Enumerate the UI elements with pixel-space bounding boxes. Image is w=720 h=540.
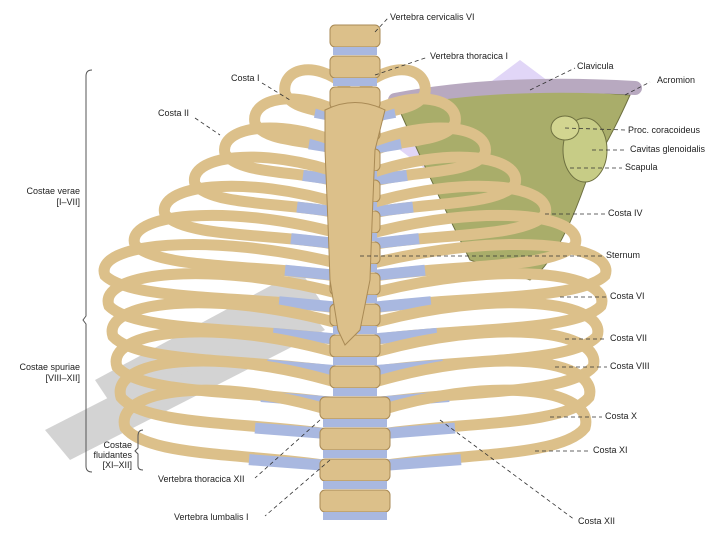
rib bbox=[359, 384, 592, 472]
rib bbox=[118, 384, 351, 472]
leader-lines bbox=[194, 17, 651, 521]
costal-cartilage bbox=[374, 296, 432, 313]
costal-cartilage bbox=[374, 170, 408, 186]
intervertebral-disc bbox=[333, 357, 377, 365]
group-name: Costae verae bbox=[26, 186, 80, 196]
label-costa-i: Costa I bbox=[231, 73, 260, 83]
label-costa-xii: Costa XII bbox=[578, 516, 616, 526]
costal-cartilage bbox=[278, 296, 336, 313]
vertebra bbox=[319, 458, 391, 482]
costal-cartilage bbox=[272, 327, 336, 345]
rib bbox=[114, 355, 351, 440]
intervertebral-disc bbox=[333, 78, 377, 86]
vertebra bbox=[319, 489, 391, 513]
costal-cartilage bbox=[374, 264, 426, 281]
intervertebral-disc bbox=[323, 450, 387, 458]
label-cavitas-glenoidalis: Cavitas glenoidalis bbox=[630, 144, 706, 154]
label-scapula: Scapula bbox=[625, 162, 658, 172]
label-vertebra-cervicalis-vi: Vertebra cervicalis VI bbox=[390, 12, 475, 22]
costal-cartilage bbox=[290, 233, 336, 249]
rib bbox=[359, 93, 461, 154]
intervertebral-disc bbox=[333, 388, 377, 396]
label-costa-x: Costa X bbox=[605, 411, 638, 421]
intervertebral-disc bbox=[323, 512, 387, 520]
label-costa-iv: Costa IV bbox=[608, 208, 643, 218]
intervertebral-disc bbox=[323, 419, 387, 427]
group-name-2: fluidantes bbox=[93, 450, 132, 460]
label-costa-vii: Costa VII bbox=[610, 333, 648, 343]
intervertebral-disc bbox=[323, 481, 387, 489]
group-range: [I–VII] bbox=[56, 197, 80, 207]
group-brackets bbox=[82, 69, 144, 473]
vertebra bbox=[319, 396, 391, 420]
vertebra bbox=[329, 24, 381, 48]
label-costa-vi: Costa VI bbox=[610, 291, 645, 301]
label-vertebra-thoracica-i: Vertebra thoracica I bbox=[430, 51, 509, 61]
vertebra bbox=[329, 334, 381, 358]
label-sternum: Sternum bbox=[606, 250, 641, 260]
label-costa-ii: Costa II bbox=[158, 108, 190, 118]
label-proc-coracoideus: Proc. coracoideus bbox=[628, 125, 701, 135]
group-range: [VIII–XII] bbox=[45, 373, 80, 383]
vertebra bbox=[329, 365, 381, 389]
group-name: Costae bbox=[103, 440, 132, 450]
label-costa-viii: Costa VIII bbox=[610, 361, 650, 371]
costal-cartilage bbox=[374, 327, 438, 345]
sternum-shape bbox=[324, 102, 386, 346]
group-name: Costae spuriae bbox=[19, 362, 80, 372]
label-vertebra-lumbalis-i: Vertebra lumbalis I bbox=[174, 512, 249, 522]
label-vertebra-thoracica-xii: Vertebra thoracica XII bbox=[158, 474, 245, 484]
costal-cartilage bbox=[374, 201, 414, 218]
label-costa-xi: Costa XI bbox=[593, 445, 628, 455]
label-acromion: Acromion bbox=[657, 75, 696, 85]
label-costae-spuriae: Costae spuriae[VIII–XII] bbox=[19, 362, 80, 384]
costal-cartilage bbox=[374, 138, 402, 154]
rib bbox=[359, 355, 596, 440]
costal-cartilage bbox=[284, 264, 336, 281]
intervertebral-disc bbox=[333, 47, 377, 55]
vertebra bbox=[319, 427, 391, 451]
label-costae-verae: Costae verae[I–VII] bbox=[26, 186, 80, 208]
rib bbox=[249, 93, 351, 154]
costal-cartilage bbox=[374, 233, 420, 249]
label-clavicula: Clavicula bbox=[577, 61, 614, 71]
vertebra bbox=[329, 55, 381, 79]
group-range: [XI–XII] bbox=[102, 460, 132, 470]
